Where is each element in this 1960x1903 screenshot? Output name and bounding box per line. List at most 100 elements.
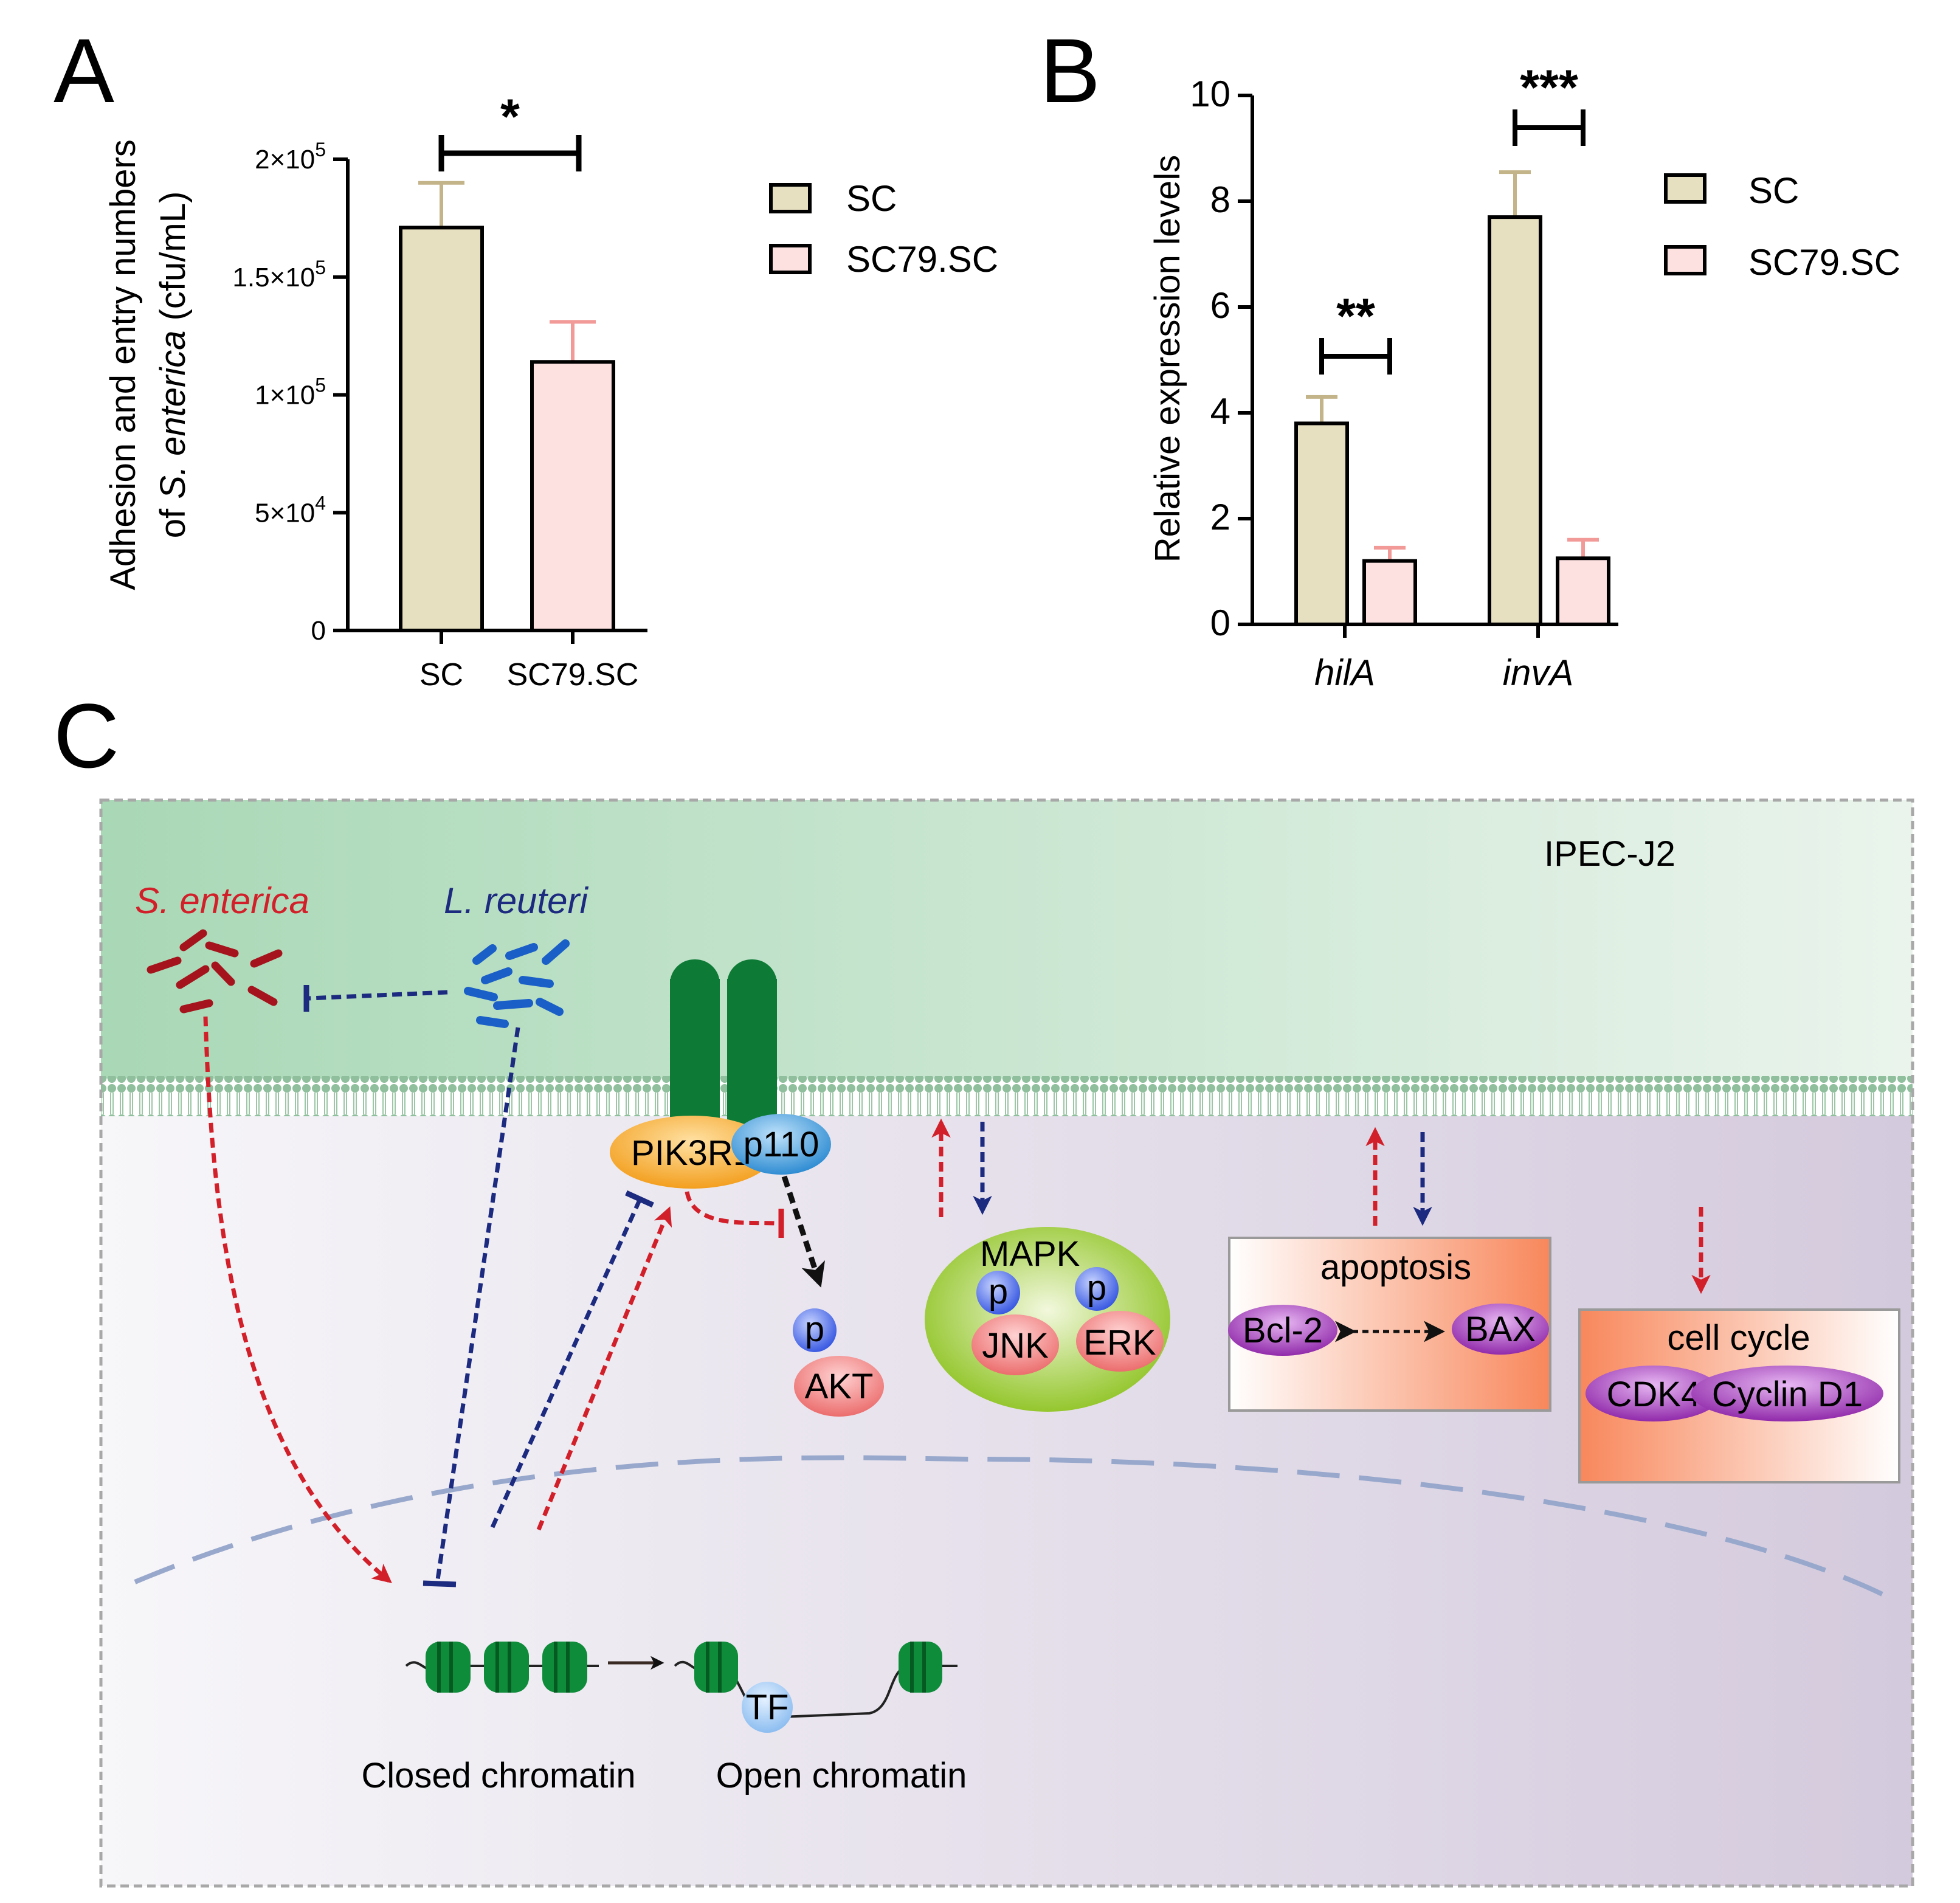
panel-b-legend: SC SC79.SC (1664, 170, 1900, 283)
closed-chromatin-icon (405, 1642, 599, 1693)
legend-label: SC (846, 178, 897, 219)
y-tick-label: 2×105 (255, 139, 326, 174)
open-chromatin-icon: TF (674, 1642, 958, 1733)
significance-label: ** (1336, 289, 1375, 344)
cyclin-d1-label: Cyclin D1 (1712, 1375, 1863, 1414)
cdk4-label: CDK4 (1607, 1375, 1701, 1414)
legend-label: SC79.SC (1748, 242, 1900, 283)
y-tick-label: 0 (311, 616, 326, 646)
akt-phospho-label: p (805, 1310, 824, 1349)
s-enterica-label: S. enterica (135, 880, 309, 921)
panel-b-x-ticks: hilA invA (1314, 624, 1573, 693)
y-tick-label: 0 (1210, 603, 1230, 643)
bar (399, 226, 484, 632)
s-enterica-to-chromatin-arrow (203, 1016, 392, 1583)
jnk-label: JNK (982, 1326, 1049, 1366)
jnk-phospho-label: p (989, 1272, 1008, 1311)
panel-a-significance: * (438, 89, 582, 171)
x-tick-label: SC79.SC (507, 657, 639, 692)
open-chromatin-label: Open chromatin (716, 1756, 967, 1795)
y-tick-base: 1×10 (255, 381, 315, 410)
inhibition-bar-icon (625, 1190, 654, 1208)
panel-c-diagram: C IPEC-J2 S. enterica L. reuteri (53, 685, 1914, 1888)
x-tick-label: SC (419, 657, 463, 692)
y-tick-base: 2×10 (255, 145, 315, 174)
panel-b-y-ticks: 0 2 4 6 8 10 (1190, 74, 1252, 643)
y-tick-label: 10 (1190, 74, 1230, 114)
l-reuteri-label: L. reuteri (444, 880, 588, 921)
erk-label: ERK (1083, 1323, 1156, 1362)
bar (1294, 421, 1349, 627)
y-tick-base: 5×10 (255, 498, 315, 528)
p110-label: p110 (744, 1125, 820, 1164)
y-tick-exponent: 5 (315, 375, 326, 396)
y-tick-exponent: 5 (315, 139, 326, 161)
panel-a-letter: A (53, 19, 114, 122)
panel-b-letter: B (1040, 19, 1100, 122)
panel-b-significance: ***** (1319, 60, 1586, 375)
bar (1488, 215, 1542, 627)
mapk-label: MAPK (980, 1234, 1080, 1274)
panel-a-bars (399, 181, 615, 632)
legend-label: SC (1748, 170, 1799, 211)
p110-to-akt-arrow (781, 1175, 826, 1288)
panel-a-legend: SC SC79.SC (769, 178, 998, 280)
x-tick-label: invA (1503, 652, 1574, 693)
pik3r1-inhibits-akt-arrow (685, 1191, 776, 1226)
y-tick-exponent: 4 (315, 492, 326, 514)
panel-b-chart: B Relative expression levels 0 2 4 6 8 10 hil… (1040, 19, 1900, 693)
legend-swatch (1664, 173, 1706, 204)
cell-cycle-label: cell cycle (1667, 1318, 1810, 1358)
legend-label: SC79.SC (846, 239, 998, 280)
y-tick-base: 0 (311, 616, 326, 646)
y-tick-base: 1.5×10 (232, 263, 315, 292)
panel-b-y-axis-title: Relative expression levels (1148, 155, 1187, 563)
pik3r1-node: PIK3R1 (610, 1116, 774, 1189)
mapk-node: MAPK JNK ERK p p (925, 1227, 1170, 1412)
panel-a-y-title-line2: of S. enterica (cfu/mL) (153, 192, 193, 539)
l-reuteri-inhibits-s-enterica (308, 990, 448, 1001)
bar (1556, 556, 1610, 626)
extracellular-region (101, 800, 1913, 1079)
chromatin-activates-pik3r1 (536, 1206, 672, 1531)
bar (530, 360, 615, 632)
cell-membrane (101, 1076, 1913, 1116)
panel-a-chart: A Adhesion and entry numbers of S. enter… (53, 19, 998, 692)
panel-a-y-axis-title-2: of S. enterica (cfu/mL) (153, 192, 193, 539)
y-tick-label: 2 (1210, 497, 1230, 537)
p110-node: p110 (731, 1114, 831, 1175)
legend-swatch (769, 183, 812, 213)
akt-label: AKT (805, 1367, 874, 1406)
apoptosis-label: apoptosis (1320, 1248, 1471, 1287)
panel-a-y-title-line1: Adhesion and entry numbers (103, 139, 143, 590)
panel-b-y-title: Relative expression levels (1148, 155, 1187, 563)
l-reuteri-inhibits-chromatin (435, 1027, 520, 1580)
panel-a-y-axis-title: Adhesion and entry numbers (103, 139, 143, 590)
y-tick-label: 4 (1210, 391, 1230, 432)
bar (1362, 559, 1417, 626)
significance-label: *** (1520, 60, 1578, 116)
y-tick-label: 5×104 (255, 492, 326, 528)
inhibition-bar-icon (423, 1580, 457, 1587)
cell-cycle-box: cell cycle CDK4 Cyclin D1 (1578, 1308, 1900, 1483)
significance-label: * (500, 89, 520, 145)
legend-swatch (1664, 245, 1706, 275)
s-enterica-bacteria-icon (147, 929, 283, 1014)
panel-b-bars (1294, 170, 1610, 627)
bcl2-label: Bcl-2 (1243, 1311, 1323, 1350)
y-tick-label: 1×105 (255, 375, 326, 410)
bax-label: BAX (1465, 1310, 1536, 1349)
y-tick-exponent: 5 (315, 257, 326, 278)
y-tick-label: 8 (1210, 179, 1230, 220)
tf-label: TF (746, 1688, 789, 1727)
panel-a-x-ticks: SC SC79.SC (419, 630, 639, 692)
x-tick-label: hilA (1314, 652, 1375, 693)
cell-border (99, 798, 1914, 1888)
y-tick-label: 1.5×105 (232, 257, 326, 292)
y-tick-label: 6 (1210, 285, 1230, 326)
erk-phospho-label: p (1087, 1268, 1106, 1308)
cell-line-label: IPEC-J2 (1544, 834, 1675, 874)
l-reuteri-bacteria-icon (464, 939, 570, 1028)
